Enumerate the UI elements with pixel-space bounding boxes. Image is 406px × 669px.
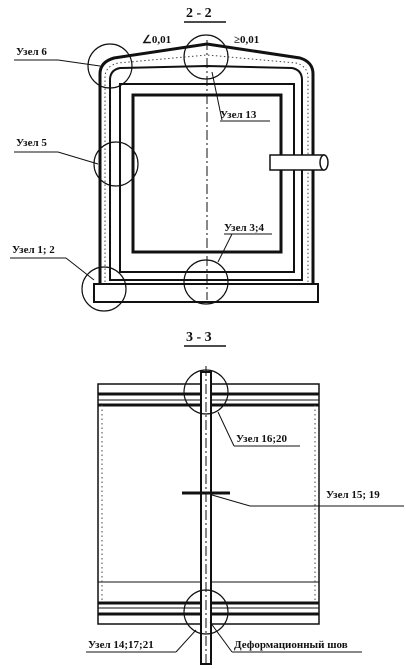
- slope-left-label: ∠0,01: [142, 34, 171, 46]
- node-6-leader-diag: [57, 59, 101, 67]
- pipe-end: [319, 154, 329, 171]
- node-16-20-leader: [217, 411, 235, 447]
- node-3-4-leader: [217, 233, 233, 263]
- node-1-2-leader-diag: [65, 257, 95, 281]
- section-3-3-title: 3 - 3: [186, 330, 212, 345]
- joint-leader: [209, 621, 233, 653]
- section-3-3: 3 - 3 Узел 16;20 У: [86, 330, 404, 665]
- section-2-2-title: 2 - 2: [186, 6, 212, 21]
- base-slab: [93, 283, 319, 303]
- node-1-2-label: Узел 1; 2: [12, 244, 55, 256]
- node-13-label: Узел 13: [220, 109, 257, 121]
- node-5-label: Узел 5: [16, 137, 47, 149]
- pipe: [269, 154, 325, 171]
- node-3-4-circle: [183, 259, 229, 305]
- slope-right-label: ≥0,01: [234, 34, 259, 46]
- inner-shell: [109, 64, 303, 281]
- node-13-circle: [183, 34, 229, 80]
- node-6-circle: [87, 43, 133, 89]
- node-14-17-21-leader: [175, 629, 197, 653]
- node-16-20-label: Узел 16;20: [236, 433, 288, 445]
- node-5-circle: [93, 141, 139, 187]
- node-13-leader: [211, 71, 223, 121]
- node-15-19-leader: [211, 494, 251, 507]
- node-1-2-circle: [81, 266, 127, 312]
- node-16-20-circle: [183, 369, 229, 415]
- node-5-leader-diag: [57, 151, 99, 165]
- node-14-17-21-circle: [183, 589, 229, 635]
- node-15-19-label: Узел 15; 19: [326, 489, 380, 501]
- node-14-17-21-label: Узел 14;17;21: [88, 639, 154, 651]
- node-6-label: Узел 6: [16, 46, 47, 58]
- deformation-joint-label: Деформационный шов: [234, 639, 348, 651]
- node-3-4-label: Узел 3;4: [224, 222, 265, 234]
- section-2-2: 2 - 2: [10, 6, 329, 312]
